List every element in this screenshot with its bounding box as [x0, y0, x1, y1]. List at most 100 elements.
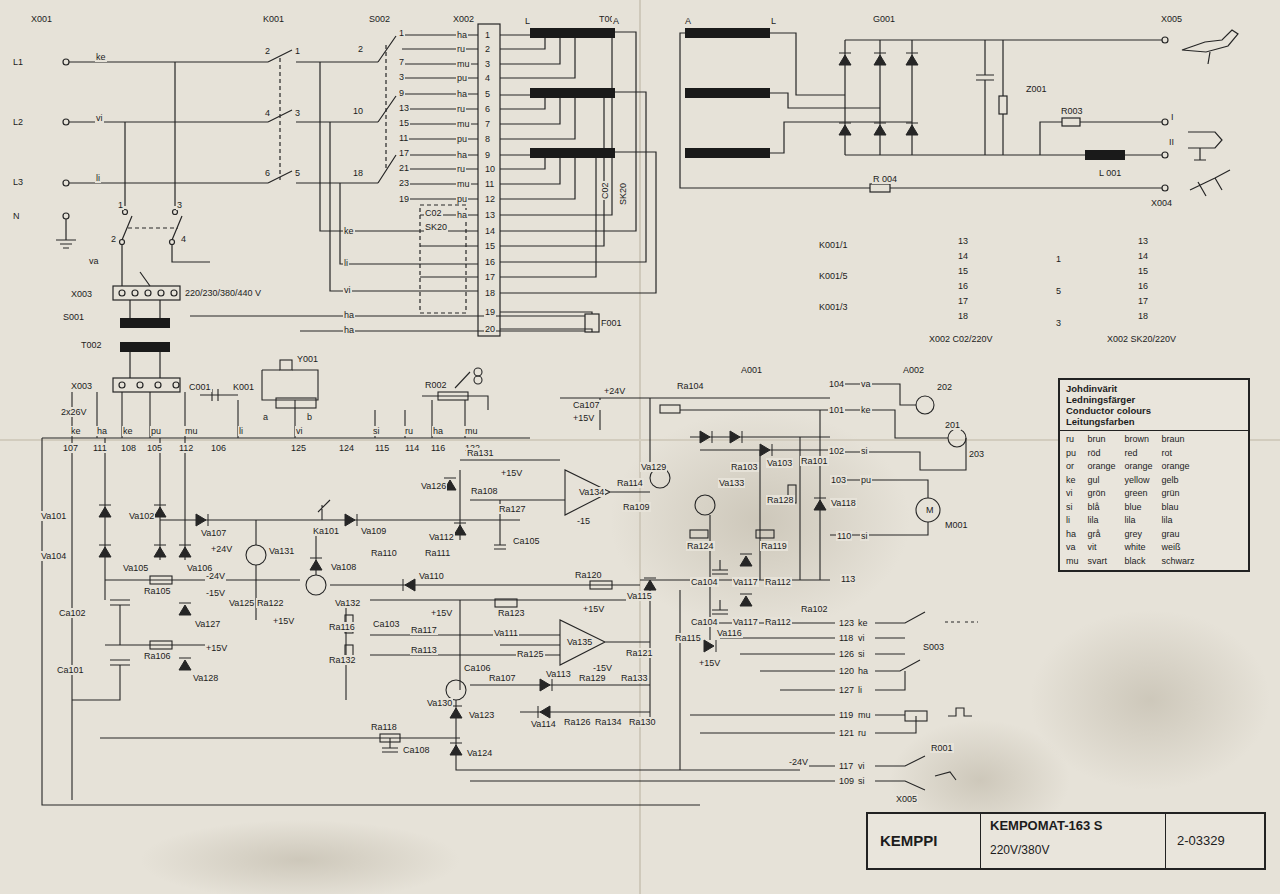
table-cell: vi	[1066, 488, 1073, 499]
rectifier-output	[1182, 30, 1238, 64]
schematic-label: 2	[110, 234, 117, 244]
schematic-label: 2	[357, 44, 364, 54]
table-cell: grün	[1162, 488, 1180, 499]
schematic-label: R001	[930, 743, 954, 753]
schematic-label: 105	[146, 443, 163, 453]
schematic-label: -15V	[592, 663, 613, 673]
rectifier-output	[1002, 40, 1003, 155]
schematic-label: 108	[120, 443, 137, 453]
schematic-label: Ra114	[616, 478, 644, 488]
schematic-label: II	[1168, 137, 1175, 147]
schematic-label: Ra126	[563, 717, 592, 727]
schematic-label: Ra125	[516, 649, 545, 659]
schematic-label: 17	[484, 272, 496, 282]
schematic-label: Ra124	[686, 541, 715, 551]
model-name: KEMPOMAT-163 S	[990, 818, 1102, 834]
schematic-label: 4	[264, 108, 271, 118]
schematic-label: mu	[456, 179, 471, 189]
control-board	[460, 460, 565, 549]
schematic-label: 117	[838, 761, 854, 771]
diode-symbol	[179, 603, 191, 670]
table-cell: va	[1066, 542, 1076, 553]
schematic-label: C001	[188, 382, 212, 392]
schematic-label: +15V	[205, 643, 228, 653]
table-cell: blue	[1125, 502, 1142, 513]
schematic-label: ke	[122, 426, 134, 436]
table-cell: white	[1125, 542, 1146, 553]
rectifier-output	[1162, 37, 1168, 43]
schematic-label: 106	[210, 443, 227, 453]
schematic-label: N	[12, 211, 21, 221]
schematic-label: 2	[484, 44, 491, 54]
schematic-label: Va114	[530, 719, 557, 729]
auxiliary-transformer	[173, 382, 179, 388]
schematic-label: 123	[838, 618, 855, 628]
schematic-label: Va110	[418, 571, 445, 581]
schematic-label: 16	[1137, 281, 1149, 291]
control-board	[42, 438, 700, 805]
schematic-label: S002	[368, 14, 391, 24]
schematic-label: Va133	[718, 478, 745, 488]
schematic-label: L1	[12, 57, 24, 67]
control-board	[42, 360, 978, 805]
schematic-label: 114	[404, 443, 420, 453]
schematic-label: 6	[484, 104, 491, 114]
control-board	[262, 370, 318, 400]
control-board	[948, 429, 966, 447]
control-board	[565, 470, 650, 515]
table-cell: li	[1066, 515, 1070, 526]
schematic-label: Ra129	[578, 673, 607, 683]
rectifier-output	[1162, 119, 1168, 125]
schematic-label: vi	[857, 633, 866, 643]
schematic-label: 5	[484, 89, 491, 99]
schematic-label: Ra107	[488, 673, 517, 683]
schematic-label: ha	[456, 150, 468, 160]
power-section	[500, 32, 656, 293]
schematic-label: Ra106	[143, 651, 172, 661]
control-board	[438, 392, 468, 400]
table-cell: grå	[1088, 529, 1101, 540]
schematic-label: Z001	[1025, 84, 1048, 94]
schematic-label: vi	[95, 113, 104, 123]
table-cell: braun	[1162, 434, 1185, 445]
schematic-label: 9	[484, 150, 491, 160]
table-cell: orange	[1088, 461, 1116, 472]
schematic-label: Va104	[40, 551, 67, 561]
schematic-label: -15V	[205, 588, 226, 598]
schematic-label: ru	[456, 44, 466, 54]
diode-symbol	[700, 431, 772, 456]
control-board	[246, 545, 266, 565]
schematic-label: 1	[117, 200, 124, 210]
table-cell: pu	[1066, 448, 1076, 459]
schematic-label: Ra118	[370, 722, 398, 732]
schematic-label: 16	[957, 281, 969, 291]
schematic-label: -24V	[788, 757, 809, 767]
auxiliary-transformer	[158, 290, 164, 296]
schematic-label: 115	[374, 443, 390, 453]
power-section	[279, 58, 280, 180]
schematic-label: 2x26V	[60, 407, 88, 417]
power-section	[63, 59, 69, 65]
schematic-label: 17	[1137, 296, 1149, 306]
schematic-label: K001	[262, 14, 285, 24]
schematic-label: Ra117	[410, 625, 438, 635]
schematic-label: vi	[295, 426, 304, 436]
schematic-label: ke	[857, 618, 869, 628]
schematic-label: Va115	[626, 591, 653, 601]
control-board	[474, 368, 482, 376]
control-board	[474, 376, 482, 384]
auxiliary-transformer	[113, 286, 180, 300]
schematic-label: 220/230/380/440 V	[184, 288, 262, 298]
schematic-label: L3	[12, 177, 24, 187]
auxiliary-transformer	[137, 382, 143, 388]
schematic-label: L2	[12, 117, 24, 127]
schematic-label: 10	[484, 164, 496, 174]
table-cell: lila	[1125, 515, 1136, 526]
schematic-label: ke	[860, 405, 872, 415]
control-board	[690, 530, 708, 538]
schematic-label: L	[524, 16, 531, 26]
schematic-label: Va127	[194, 619, 221, 629]
power-section	[500, 312, 592, 332]
schematic-label: 3	[484, 59, 491, 69]
